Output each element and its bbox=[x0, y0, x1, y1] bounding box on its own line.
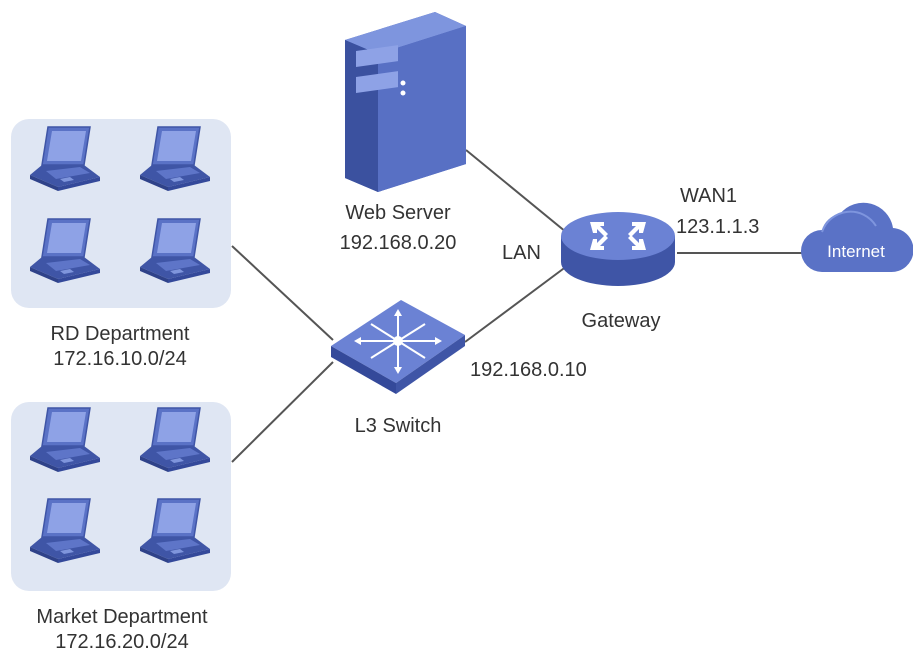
link-server-to-gateway bbox=[465, 149, 567, 233]
gateway-wan-ip: 123.1.1.3 bbox=[676, 216, 760, 238]
switch-icon bbox=[331, 300, 465, 394]
rd-department-label: RD Department bbox=[50, 323, 190, 345]
gateway-lan-label: LAN bbox=[502, 242, 541, 264]
cloud-icon: Internet bbox=[801, 202, 913, 273]
switch-label: L3 Switch bbox=[354, 415, 442, 437]
rd-department-subnet: 172.16.10.0/24 bbox=[53, 348, 187, 370]
link-rd-to-switch bbox=[231, 245, 334, 341]
switch-ip: 192.168.0.10 bbox=[470, 359, 587, 381]
link-switch-to-gateway bbox=[464, 265, 568, 343]
gateway-label: Gateway bbox=[581, 310, 661, 332]
router-icon bbox=[561, 212, 675, 286]
web-server-ip: 192.168.0.20 bbox=[339, 232, 457, 254]
internet-label: Internet bbox=[827, 242, 885, 261]
rd-department-group bbox=[11, 119, 231, 308]
link-market-to-switch bbox=[231, 361, 334, 463]
server-icon bbox=[345, 12, 466, 192]
gateway-wan-label: WAN1 bbox=[680, 185, 738, 207]
market-department-subnet: 172.16.20.0/24 bbox=[55, 631, 189, 653]
web-server-label: Web Server bbox=[345, 202, 451, 224]
market-department-label: Market Department bbox=[36, 606, 208, 628]
